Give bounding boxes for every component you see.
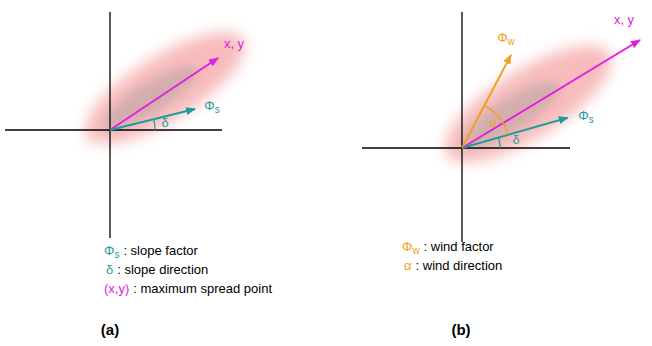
key-symbol: δ xyxy=(106,262,113,278)
panel-label: (b) xyxy=(451,321,470,338)
vector-label: Φs xyxy=(578,109,593,124)
axes xyxy=(5,12,570,242)
key-row: Φw: wind factor xyxy=(402,239,494,255)
key-description: : slope direction xyxy=(117,262,208,278)
key-symbol: Φw xyxy=(402,239,420,255)
key-symbol: Φs xyxy=(104,243,119,259)
key-symbol: α xyxy=(404,258,412,274)
vector-label: x, y xyxy=(224,37,244,52)
panel-label: (a) xyxy=(101,321,119,338)
wind-angle-arc xyxy=(485,106,509,135)
vector-label: Φs xyxy=(204,99,219,114)
wind-vector xyxy=(462,55,511,148)
key-description: : wind direction xyxy=(416,258,503,274)
fire-plume xyxy=(70,12,260,164)
key-row: δ: slope direction xyxy=(106,262,208,278)
key-symbol: (x,y) xyxy=(104,281,129,297)
fire-plume xyxy=(429,24,628,183)
slope-vector xyxy=(110,109,195,130)
angle-label: α xyxy=(489,116,497,131)
slope-vector xyxy=(462,118,568,148)
key-description: : wind factor xyxy=(424,239,494,255)
key-description: : slope factor xyxy=(123,243,197,259)
vector-label: Φw xyxy=(497,31,515,46)
slope-angle-arc xyxy=(154,119,155,130)
max-spread-vector xyxy=(462,40,640,148)
vector-label: x, y xyxy=(614,13,634,28)
key-description: : maximum spread point xyxy=(133,281,272,297)
key-row: (x,y): maximum spread point xyxy=(104,281,272,297)
max-spread-vector xyxy=(110,58,218,130)
slope-angle-arc xyxy=(499,138,501,149)
angle-label: δ xyxy=(161,116,168,131)
key-row: α: wind direction xyxy=(404,258,502,274)
angle-label: δ xyxy=(513,134,520,148)
key-row: Φs: slope factor xyxy=(104,243,198,259)
